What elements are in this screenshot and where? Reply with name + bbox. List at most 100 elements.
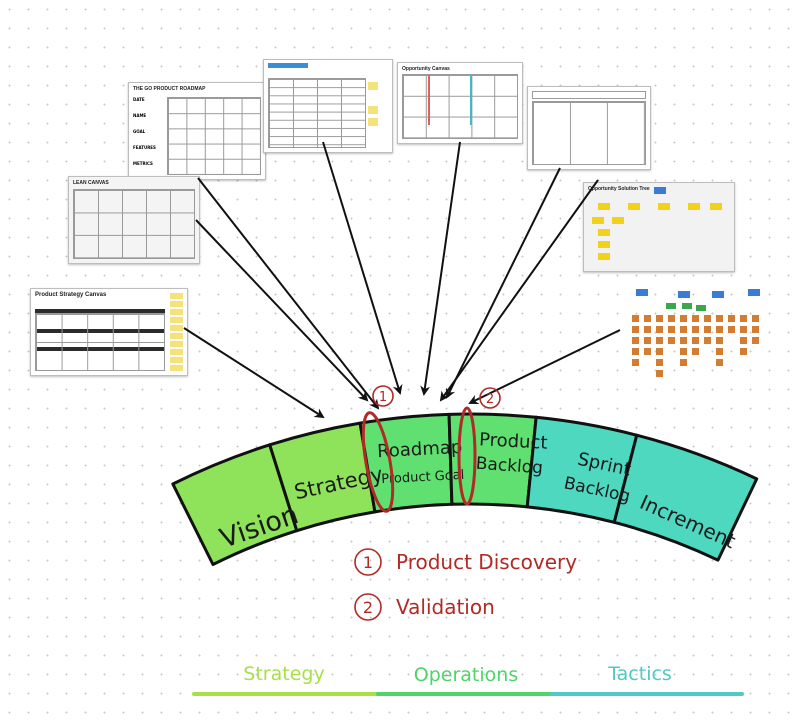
story-card [692, 326, 699, 333]
tree-node [598, 253, 610, 260]
story-card [680, 315, 687, 322]
legend-1-number: 1 [363, 553, 373, 572]
category-label-operations: Operations [414, 664, 518, 686]
value-stream-arc [171, 412, 759, 567]
story-card [644, 326, 651, 333]
phase-boundary-markers [361, 406, 477, 513]
legend-1-label: Product Discovery [396, 550, 577, 574]
epic-card [712, 291, 724, 298]
category-label-strategy: Strategy [243, 663, 324, 685]
tree-node [658, 203, 670, 210]
story-card [692, 315, 699, 322]
story-card [656, 359, 663, 366]
badge-1-number: 1 [379, 390, 387, 405]
story-card [728, 326, 735, 333]
arrow-strategy-canvas-to-strategy [183, 327, 325, 419]
tree-node [628, 203, 640, 210]
feature-card [682, 303, 692, 309]
tree-node [598, 229, 610, 236]
epic-card [678, 291, 690, 298]
canvas-accent [428, 75, 430, 125]
story-card [752, 326, 759, 333]
story-card [656, 348, 663, 355]
marker-legend: 1 Product Discovery 2 Validation [354, 548, 577, 621]
roadmap-row-date: DATE [133, 97, 145, 102]
story-card [704, 315, 711, 322]
opportunity-canvas-grid [402, 74, 518, 139]
tree-node [710, 203, 722, 210]
legend-1-circle [354, 548, 382, 576]
vision-header [532, 91, 646, 99]
sticky-note [368, 82, 378, 90]
arrow-opportunity-to-roadmap [420, 141, 461, 396]
feature-grid [268, 78, 366, 148]
roadmap-row-features: FEATURES [133, 145, 156, 150]
segment-label-product-goal: Product Goal [381, 468, 465, 487]
story-card [716, 337, 723, 344]
sticky-note [368, 106, 378, 114]
roadmap-row-goal: GOAL [133, 129, 146, 134]
canvas-accent [470, 75, 472, 125]
badge-2-circle [479, 387, 501, 409]
tree-node [612, 217, 624, 224]
feature-template-thumbnail[interactable] [263, 59, 393, 153]
story-card [632, 315, 639, 322]
story-card [740, 326, 747, 333]
story-card [716, 315, 723, 322]
story-card [704, 337, 711, 344]
story-card [716, 348, 723, 355]
category-label-tactics: Tactics [607, 663, 672, 685]
validation-boundary-ellipse [457, 406, 477, 506]
arrow-feature-to-roadmap [322, 141, 403, 395]
feature-card [696, 305, 706, 311]
story-card [656, 315, 663, 322]
story-card [728, 315, 735, 322]
tree-node [688, 203, 700, 210]
marker-badges [372, 385, 501, 409]
arrow-vision-board-to-roadmap [446, 167, 561, 399]
lean-canvas-title: LEAN CANVAS [73, 180, 109, 186]
badge-1-circle [372, 385, 394, 407]
legend-2-label: Validation [396, 595, 495, 619]
story-card [740, 315, 747, 322]
story-card [716, 359, 723, 366]
roadmap-grid [167, 97, 261, 175]
product-strategy-canvas-title: Product Strategy Canvas [35, 292, 107, 298]
legend-2-number: 2 [363, 598, 373, 617]
discovery-boundary-ellipse [361, 411, 395, 513]
story-card [692, 348, 699, 355]
story-card [668, 315, 675, 322]
arrow-solution-tree-to-backlog [439, 179, 599, 402]
story-card [680, 337, 687, 344]
roadmap-row-metrics: METRICS [133, 161, 153, 166]
story-card [680, 348, 687, 355]
story-card [656, 337, 663, 344]
story-card [656, 370, 663, 377]
story-card [680, 326, 687, 333]
roadmap-row-name: NAME [133, 113, 147, 118]
product-roadmap-thumbnail[interactable]: THE GO PRODUCT ROADMAP DATE NAME GOAL FE… [128, 82, 266, 180]
epic-card [748, 289, 760, 296]
badge-2-number: 2 [486, 392, 494, 407]
opportunity-solution-tree-thumbnail[interactable]: Opportunity Solution Tree [583, 182, 735, 272]
arc-segment-increment[interactable] [612, 433, 759, 562]
product-vision-board-thumbnail[interactable] [527, 86, 651, 170]
tree-node [598, 203, 610, 210]
story-card [632, 359, 639, 366]
story-card [644, 348, 651, 355]
story-card [656, 326, 663, 333]
story-card [632, 348, 639, 355]
story-card [692, 337, 699, 344]
product-strategy-canvas-thumbnail[interactable]: Product Strategy Canvas [30, 288, 188, 376]
segment-label-product: Product [479, 429, 548, 454]
feature-card [666, 303, 676, 309]
arrows [183, 141, 621, 419]
arrow-story-map-to-backlog [468, 329, 621, 404]
lean-canvas-thumbnail[interactable]: LEAN CANVAS [68, 176, 200, 264]
segment-label-product-backlog: Backlog [475, 454, 543, 479]
template-logo [268, 63, 308, 68]
story-map-board[interactable] [622, 285, 772, 381]
strategy-header-bar [35, 309, 165, 313]
opportunity-canvas-title: Opportunity Canvas [402, 66, 450, 72]
